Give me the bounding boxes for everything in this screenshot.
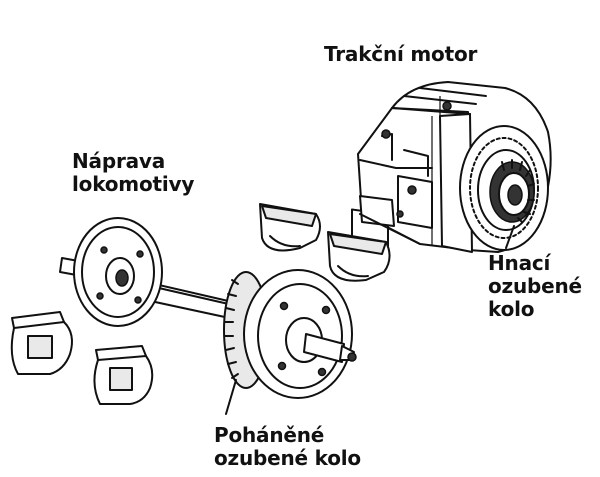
label-axle-line-1: Náprava xyxy=(72,149,166,173)
traction-motor xyxy=(351,81,552,253)
label-traction-motor: Trakční motor xyxy=(324,43,477,66)
label-leaders xyxy=(225,225,515,415)
label-axle-line-2: lokomotivy xyxy=(72,172,195,196)
label-driven-gear-line-1: Poháněné xyxy=(214,423,325,447)
bearing-shells-upper xyxy=(259,203,391,282)
locomotive-axle xyxy=(59,217,357,399)
label-axle: Náprava lokomotivy xyxy=(72,150,194,196)
label-drive-gear-line-1: Hnací xyxy=(488,251,551,275)
label-drive-gear-line-2: ozubené xyxy=(488,274,582,298)
bearing-shells-lower xyxy=(10,311,154,405)
label-driven-gear-line-2: ozubené kolo xyxy=(214,446,361,470)
label-drive-gear-line-3: kolo xyxy=(488,297,535,321)
label-driven-gear: Poháněné ozubené kolo xyxy=(214,424,361,470)
label-traction-motor-text: Trakční motor xyxy=(324,42,478,66)
label-drive-gear: Hnací ozubené kolo xyxy=(488,252,582,321)
